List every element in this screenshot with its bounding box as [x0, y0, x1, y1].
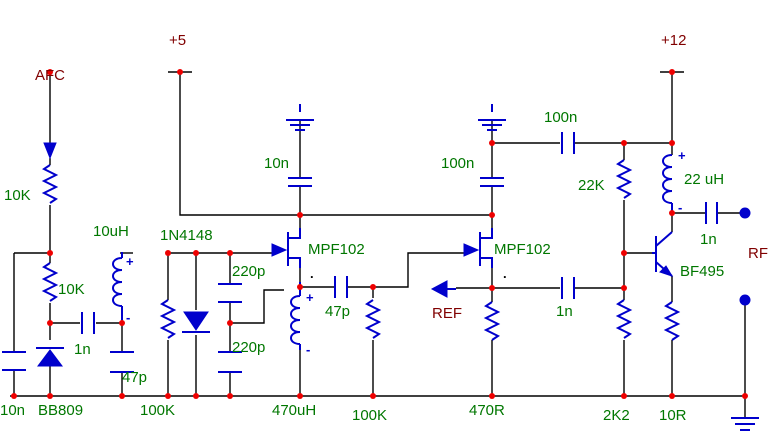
rail-5v-label: +5: [169, 32, 186, 49]
label-jfet1: MPF102: [308, 241, 365, 258]
ground-symbol-1: [286, 104, 314, 131]
mark-plus-470uh: +: [306, 290, 314, 305]
afc-label: AFC: [35, 67, 65, 84]
cap-100n-fb: [561, 132, 575, 154]
label-varicap: BB809: [38, 402, 83, 419]
cap-100n-dec: [480, 177, 504, 187]
diode-1n4148: [182, 311, 210, 333]
label-c-47p-left: 47p: [122, 369, 147, 386]
resistor-bias: [41, 262, 59, 302]
junction-dots: [11, 69, 748, 399]
rf-terminal-bot: [739, 294, 751, 306]
cap-1n-left: [81, 312, 95, 334]
label-r-bias: 10K: [58, 281, 85, 298]
components: [2, 71, 759, 431]
inductor-10uh: [112, 252, 123, 320]
mark-minus-22uh: -: [678, 200, 682, 215]
inductor-22uh: [662, 154, 673, 213]
varicap-bb809: [36, 347, 64, 367]
labels: +5 +12 AFC REF RF 10K 10K 10n BB809 1n 1…: [0, 32, 768, 424]
resistor-100k-left: [159, 299, 177, 339]
mark-plus-22uh: +: [678, 148, 686, 163]
label-c-100n-dec: 100n: [441, 155, 474, 172]
resistor-afc: [41, 164, 59, 204]
resistor-100k-mid: [364, 299, 382, 339]
label-c-bypass-left: 10n: [0, 402, 25, 419]
label-r-470r: 470R: [469, 402, 505, 419]
cap-47p-left: [110, 351, 134, 373]
label-r-afc: 10K: [4, 187, 31, 204]
transistor-bf495: [652, 231, 674, 277]
mark-minus-470uh: -: [306, 342, 310, 357]
rf-terminal-top: [739, 207, 751, 219]
rf-label: RF: [748, 245, 768, 262]
cap-47p-mid: [334, 276, 348, 298]
label-l-22uh: 22 uH: [684, 171, 724, 188]
label-r-100k-left: 100K: [140, 402, 175, 419]
resistor-2k2: [615, 299, 633, 339]
wires: [10, 72, 746, 418]
cap-220p-top: [218, 283, 242, 303]
rail-12v-label: +12: [661, 32, 686, 49]
cap-1n-out: [705, 202, 718, 224]
cap-1n-mid: [561, 277, 575, 299]
label-c-220p-top: 220p: [232, 263, 265, 280]
label-diode: 1N4148: [160, 227, 213, 244]
cap-10n-dec: [288, 177, 312, 187]
mark-plus-10uh: +: [126, 254, 134, 269]
label-c-220p-bot: 220p: [232, 339, 265, 356]
label-transistor: BF495: [680, 263, 724, 280]
afc-arrow: [43, 142, 57, 160]
ground-symbol-2: [478, 104, 506, 131]
jfet-mpf102-1: [271, 228, 301, 268]
label-r-100k-mid: 100K: [352, 407, 387, 424]
label-c-1n-mid: 1n: [556, 303, 573, 320]
jfet-mpf102-2: [463, 228, 493, 268]
mark-dot-jfet1: .: [310, 266, 314, 281]
mark-minus-10uh: -: [126, 310, 130, 325]
resistor-22k: [615, 159, 633, 199]
label-c-1n-left: 1n: [74, 341, 91, 358]
label-c-1n-out: 1n: [700, 231, 717, 248]
inductor-470uh: [290, 282, 301, 350]
cap-220p-bot: [218, 351, 242, 373]
label-r-22k: 22K: [578, 177, 605, 194]
label-r-10r: 10R: [659, 407, 687, 424]
ground-symbol-3: [731, 417, 759, 431]
resistor-470r: [483, 301, 501, 341]
ref-arrow: [430, 280, 448, 298]
label-c-10n-dec: 10n: [264, 155, 289, 172]
cap-left-bypass: [2, 351, 26, 371]
label-r-2k2: 2K2: [603, 407, 630, 424]
label-c-47p-mid: 47p: [325, 303, 350, 320]
label-l-470uh: 470uH: [272, 402, 316, 419]
resistor-10r: [663, 301, 681, 341]
label-c-100n-fb: 100n: [544, 109, 577, 126]
mark-dot-jfet2: .: [503, 266, 507, 281]
label-l-10uh: 10uH: [93, 223, 129, 240]
ref-label: REF: [432, 305, 462, 322]
label-jfet2: MPF102: [494, 241, 551, 258]
